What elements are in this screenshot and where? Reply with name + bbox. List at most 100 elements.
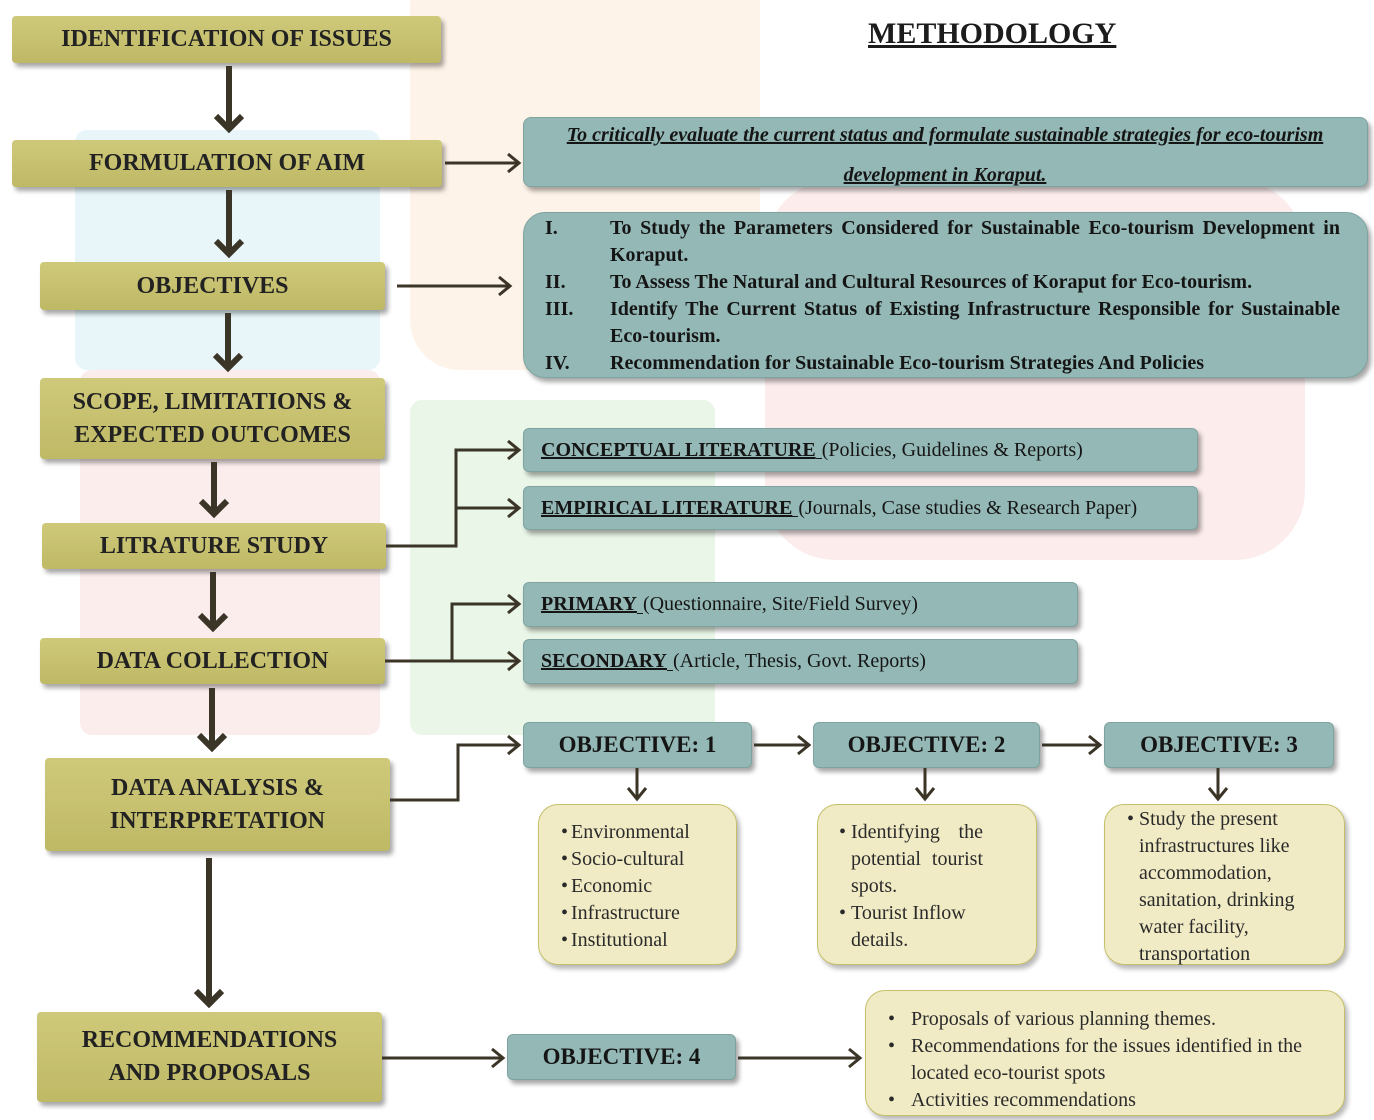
list-item-text: Tourist Inflow details. [851,902,966,951]
list-item: •Identifying the potential tourist spots… [839,819,1036,900]
list-item-text: Activities recommendations [911,1089,1136,1111]
objective-1-details: •Environmental •Socio-cultural •Economic… [538,804,737,965]
objective-numeral: I. [545,217,558,239]
objective-3-details: •Study the present infrastructures like … [1104,804,1345,965]
objective-numeral: IV. [545,352,570,374]
connector-analysis-branch [390,734,522,802]
step-objectives: OBJECTIVES [40,262,385,310]
label-underline-gap [792,515,799,517]
data-source-detail: (Questionnaire, Site/Field Survey) [642,593,918,615]
data-source-detail: (Article, Thesis, Govt. Reports) [672,650,926,672]
bullet-icon: • [561,902,569,924]
objective-text: To Study the Parameters Considered for S… [610,217,1340,266]
aim-text: To critically evaluate the current statu… [566,124,1324,186]
objective-label: OBJECTIVE: 1 [558,732,717,757]
literature-conceptual-box: CONCEPTUAL LITERATURE(Policies, Guidelin… [523,428,1198,472]
bullet-icon: • [839,902,847,924]
objective-4-box: OBJECTIVE: 4 [507,1034,736,1080]
step-literature-study: LITRATURE STUDY [42,523,386,569]
bullet-icon: • [888,1008,896,1030]
objective-text: Recommendation for Sustainable Eco-touri… [610,352,1205,374]
objective-3-box: OBJECTIVE: 3 [1104,722,1334,768]
bullet-icon: • [561,875,569,897]
literature-detail: (Policies, Guidelines & Reports) [821,438,1083,461]
list-item-text: Recommendations for the issues identifie… [911,1035,1303,1084]
objective-text: To Assess The Natural and Cultural Resou… [610,271,1253,293]
step-label: FORMULATION OF AIM [89,150,365,176]
list-item: •Institutional [561,927,736,954]
list-item: •Economic [561,873,736,900]
arrow-analysis-to-recommendations [193,858,225,1009]
data-primary-box: PRIMARY(Questionnaire, Site/Field Survey… [523,582,1078,627]
arrow-objective-4-to-proposals [738,1047,863,1069]
proposals-details: • Proposals of various planning themes. •… [865,990,1345,1116]
arrow-objective-3-down [1207,768,1229,802]
list-item-text: Institutional [571,929,668,951]
step-data-collection: DATA COLLECTION [40,638,385,684]
objective-label: OBJECTIVE: 2 [847,732,1006,757]
step-label-line-2: AND PROPOSALS [108,1060,311,1086]
arrow-objective-1-down [626,768,648,802]
step-identification-of-issues: IDENTIFICATION OF ISSUES [12,16,441,63]
aim-box: To critically evaluate the current statu… [523,117,1368,187]
page-title: METHODOLOGY [868,17,1117,50]
data-secondary-box: SECONDARY(Article, Thesis, Govt. Reports… [523,639,1078,684]
literature-detail: (Journals, Case studies & Research Paper… [798,496,1138,519]
step-label: IDENTIFICATION OF ISSUES [61,26,392,52]
bullet-icon: • [561,848,569,870]
data-source-label: SECONDARY [541,650,667,672]
objective-item-1: I. To Study the Parameters Considered fo… [545,215,1340,269]
bullet-icon: • [561,821,569,843]
list-item: •Infrastructure [561,900,736,927]
list-item: • Proposals of various planning themes. [888,1006,1344,1033]
objectives-list: I. To Study the Parameters Considered fo… [545,215,1340,377]
list-item-text: Infrastructure [571,902,680,924]
list-item-text: Environmental [571,821,690,843]
step-label-line-1: SCOPE, LIMITATIONS & [72,388,353,415]
step-label-line-1: DATA ANALYSIS & [111,774,324,801]
literature-label: EMPIRICAL LITERATURE [541,496,793,519]
objective-numeral: II. [545,271,566,293]
list-item-text: Proposals of various planning themes. [911,1008,1216,1030]
arrow-objective-2-to-3 [1042,734,1103,756]
bullet-icon: • [561,929,569,951]
objective-2-box: OBJECTIVE: 2 [813,722,1040,768]
objective-1-box: OBJECTIVE: 1 [523,722,752,768]
objective-item-3: III. Identify The Current Status of Exis… [545,296,1340,350]
arrow-objective-1-to-2 [754,734,812,756]
step-label-line-1: RECOMMENDATIONS [81,1027,338,1053]
label-underline-gap [666,669,673,671]
step-label: DATA COLLECTION [96,647,329,674]
literature-label: CONCEPTUAL LITERATURE [541,438,816,461]
literature-empirical-box: EMPIRICAL LITERATURE(Journals, Case stud… [523,486,1198,530]
objective-2-details: •Identifying the potential tourist spots… [817,804,1037,965]
objective-text: Identify The Current Status of Existing … [610,298,1340,347]
objective-label: OBJECTIVE: 4 [542,1044,701,1069]
bullet-icon: • [888,1089,896,1111]
bullet-icon: • [888,1035,896,1057]
label-underline-gap [636,612,643,614]
label-underline-gap [815,457,822,459]
step-label: LITRATURE STUDY [99,532,329,559]
list-item-text: Identifying the potential tourist spots. [851,821,983,897]
bullet-icon: • [1127,808,1135,830]
step-formulation-of-aim: FORMULATION OF AIM [12,140,442,187]
list-item: •Study the present infrastructures like … [1127,806,1344,968]
list-item: • Recommendations for the issues identifi… [888,1033,1344,1087]
data-source-label: PRIMARY [541,593,637,615]
arrow-recommendations-to-objective-4 [382,1047,506,1069]
list-item: •Tourist Inflow details. [839,900,1036,954]
arrow-issues-to-aim [213,66,245,134]
step-data-analysis: DATA ANALYSIS & INTERPRETATION [45,758,390,851]
list-item-text: Study the present infrastructures like a… [1139,808,1295,965]
objectives-list-box: I. To Study the Parameters Considered fo… [523,212,1368,378]
objective-item-4: IV. Recommendation for Sustainable Eco-t… [545,350,1340,377]
step-label-line-2: EXPECTED OUTCOMES [74,421,351,448]
step-label: OBJECTIVES [136,272,289,299]
step-scope-limitations: SCOPE, LIMITATIONS & EXPECTED OUTCOMES [40,378,385,459]
step-label-line-2: INTERPRETATION [109,807,326,834]
list-item-text: Socio-cultural [571,848,685,870]
arrow-objective-2-down [914,768,936,802]
objective-label: OBJECTIVE: 3 [1140,732,1298,757]
list-item: • Activities recommendations [888,1087,1344,1114]
